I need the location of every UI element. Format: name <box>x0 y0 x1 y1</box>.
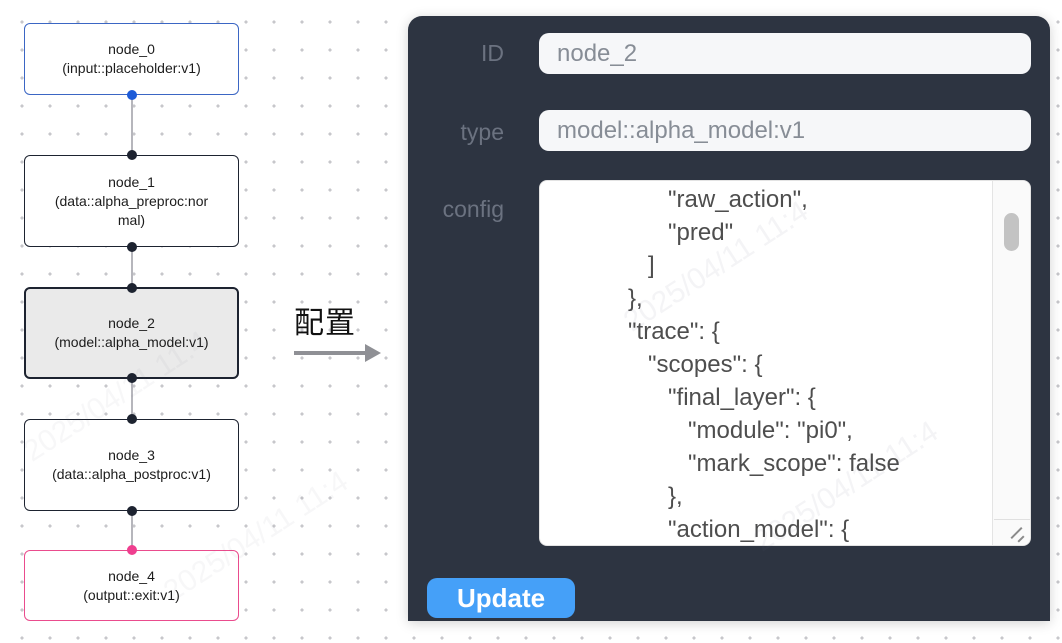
edge-node2-node3[interactable] <box>131 379 133 419</box>
target-handle-icon[interactable] <box>126 283 137 293</box>
node-name: node_0 <box>108 41 155 57</box>
source-handle-icon[interactable] <box>126 373 137 383</box>
node-node_0[interactable]: node_0 (input::placeholder:v1) <box>24 23 239 100</box>
id-input[interactable] <box>539 33 1031 74</box>
node-type-label: (data::alpha_postproc:v1) <box>52 466 211 482</box>
node-name: node_4 <box>108 567 155 584</box>
config-arrow-label: 配置 <box>294 307 356 340</box>
node-node_1[interactable]: node_1 (data::alpha_preproc:normal) <box>24 150 239 252</box>
update-button[interactable]: Update <box>427 578 575 618</box>
node-type-label: (data::alpha_preproc:normal) <box>54 192 209 228</box>
target-handle-icon[interactable] <box>126 150 137 160</box>
target-handle-icon[interactable] <box>126 414 137 424</box>
node-config-panel: ID type config "raw_action", "pred" ] },… <box>408 16 1050 621</box>
config-field-label: config <box>442 196 504 222</box>
config-json-text: "raw_action", "pred" ] }, "trace": { "sc… <box>628 186 900 543</box>
right-arrow-icon <box>294 344 381 362</box>
target-handle-icon[interactable] <box>126 545 137 555</box>
scrollbar-thumb[interactable] <box>1004 213 1019 251</box>
node-node_3[interactable]: node_3 (data::alpha_postproc:v1) <box>24 414 239 516</box>
node-node_4[interactable]: node_4 (output::exit:v1) <box>24 545 239 621</box>
config-textarea[interactable]: "raw_action", "pred" ] }, "trace": { "sc… <box>539 180 1031 546</box>
edge-node1-node2[interactable] <box>131 247 133 287</box>
source-handle-icon[interactable] <box>126 242 137 252</box>
resize-handle-icon[interactable] <box>994 519 1030 545</box>
node-node_2[interactable]: node_2 (model::alpha_model:v1) <box>24 283 239 383</box>
flow-canvas[interactable]: node_0 (input::placeholder:v1) node_1 (d… <box>0 0 405 643</box>
source-handle-icon[interactable] <box>126 90 137 100</box>
type-input[interactable] <box>539 110 1031 151</box>
edge-node0-node1[interactable] <box>131 95 133 155</box>
node-type-label: (input::placeholder:v1) <box>62 60 201 76</box>
id-field-label: ID <box>481 40 504 66</box>
edge-node3-node4[interactable] <box>131 511 133 550</box>
node-name: node_2 <box>108 315 155 331</box>
node-name: node_3 <box>108 447 155 463</box>
node-name: node_1 <box>108 173 155 190</box>
transfer-annotation: 配置 <box>294 298 381 362</box>
node-type-label: (output::exit:v1) <box>83 586 180 603</box>
node-type-label: (model::alpha_model:v1) <box>54 334 209 350</box>
type-field-label: type <box>460 119 504 145</box>
source-handle-icon[interactable] <box>126 506 137 516</box>
scrollbar-track[interactable] <box>992 181 1030 545</box>
